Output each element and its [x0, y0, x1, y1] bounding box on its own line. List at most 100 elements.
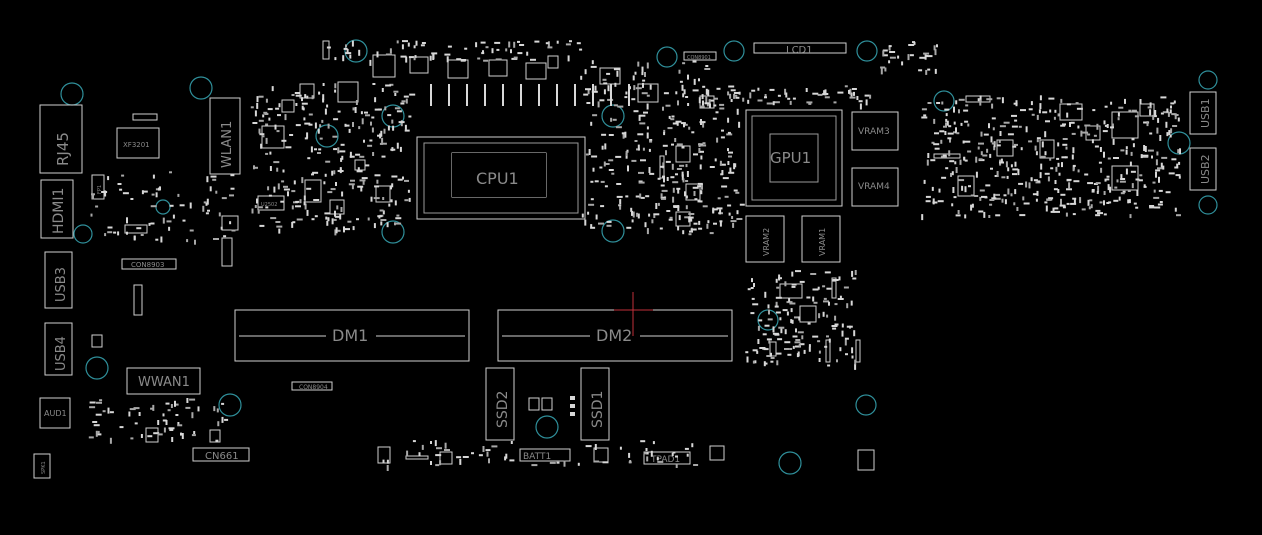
smd-pad	[1114, 186, 1118, 189]
smd-pad	[952, 187, 955, 193]
smd-pad	[797, 331, 804, 334]
smd-pad	[693, 153, 698, 156]
smd-pad	[693, 191, 696, 196]
mount-hole[interactable]	[85, 356, 109, 380]
vram2[interactable]	[745, 215, 785, 263]
smd-pad	[729, 167, 732, 174]
smd-pad	[347, 220, 352, 223]
smd-pad	[719, 220, 723, 223]
smd-pad	[849, 88, 852, 95]
smd-pad	[990, 136, 993, 143]
mount-hole[interactable]	[381, 220, 405, 244]
smd-pad	[913, 41, 916, 45]
smd-pad	[643, 111, 648, 114]
smd-pad	[274, 124, 277, 130]
smd-pad	[844, 337, 849, 340]
smd-pad	[1060, 193, 1066, 196]
smd-pad	[979, 189, 985, 192]
mount-hole[interactable]	[778, 451, 802, 475]
smd-pad	[213, 238, 219, 240]
smd-pad	[365, 114, 370, 117]
smd-pad	[1070, 121, 1075, 124]
mount-hole[interactable]	[218, 393, 242, 417]
smd-pad	[856, 96, 859, 100]
smd-pad	[909, 54, 914, 57]
smd-pad	[727, 161, 730, 165]
gpu[interactable]: GPU1	[745, 109, 843, 207]
smd-pad	[1098, 161, 1102, 164]
smd-pad	[1120, 149, 1125, 152]
ssd-slot-1[interactable]	[580, 367, 610, 441]
smd-pad	[768, 309, 770, 315]
mount-hole[interactable]	[1198, 195, 1218, 215]
smd-pad	[1099, 201, 1103, 204]
dimm-slot-1[interactable]	[234, 309, 470, 362]
smd-pad	[281, 180, 285, 183]
mount-hole[interactable]	[344, 39, 368, 63]
mount-hole[interactable]	[1198, 70, 1218, 90]
mount-hole[interactable]	[723, 40, 745, 62]
smd-pad	[784, 88, 787, 95]
smd-pad	[1077, 169, 1080, 173]
smd-pad	[719, 160, 722, 166]
usb4-label: USB4	[54, 336, 69, 371]
mount-hole[interactable]	[601, 104, 625, 128]
mount-hole[interactable]	[73, 224, 93, 244]
smd-pad	[386, 465, 389, 471]
smd-pad	[617, 105, 624, 108]
mount-hole[interactable]	[189, 76, 213, 100]
smd-pad	[1178, 175, 1181, 179]
cpu[interactable]: CPU1	[416, 136, 586, 220]
smd-pad	[409, 93, 416, 96]
smd-pad	[673, 205, 679, 208]
vram3[interactable]	[851, 111, 899, 151]
smd-pad	[702, 85, 706, 88]
smd-pad	[1107, 184, 1110, 191]
smd-pad	[888, 60, 891, 64]
smd-pad	[604, 163, 610, 165]
smd-pad	[387, 125, 390, 131]
mount-hole[interactable]	[933, 90, 955, 112]
smd-pad	[142, 190, 148, 193]
mount-hole[interactable]	[60, 82, 84, 106]
smd-pad	[585, 153, 589, 156]
mount-hole[interactable]	[855, 394, 877, 416]
smd-pad	[1018, 182, 1024, 185]
ssd-slot-2[interactable]	[485, 367, 515, 441]
mount-hole[interactable]	[601, 219, 625, 243]
mount-hole[interactable]	[155, 199, 171, 215]
vram1[interactable]	[801, 215, 841, 263]
smd-pad	[1177, 149, 1180, 154]
smd-pad	[791, 271, 794, 277]
smd-pad	[1054, 207, 1059, 210]
smd-pad	[1096, 190, 1099, 194]
smd-pad	[169, 204, 174, 207]
smd-pad	[265, 123, 269, 126]
vram4[interactable]	[851, 167, 899, 207]
smd-pad	[854, 359, 857, 365]
smd-pad	[1122, 190, 1126, 193]
smd-pad	[671, 163, 674, 170]
smd-pad	[1014, 143, 1018, 146]
smd-pad	[1166, 108, 1169, 113]
smd-pad	[798, 344, 801, 347]
mount-hole[interactable]	[535, 415, 559, 439]
smd-pad	[762, 333, 767, 336]
smd-pad	[104, 190, 107, 197]
mount-hole[interactable]	[856, 40, 878, 62]
smd-pad	[613, 104, 618, 107]
smd-pad	[851, 88, 857, 90]
smd-pad	[837, 91, 844, 94]
smd-pad	[719, 209, 722, 215]
mount-hole[interactable]	[656, 46, 678, 68]
smd-pad	[306, 209, 309, 216]
smd-pad	[357, 185, 364, 188]
smd-pad	[772, 326, 775, 333]
smd-pad	[324, 212, 331, 215]
smd-pad	[510, 441, 513, 444]
smd-pad	[119, 426, 124, 429]
smd-pad	[254, 110, 257, 117]
smd-pad	[591, 155, 598, 158]
smd-pad	[256, 96, 259, 103]
mount-hole[interactable]	[315, 124, 339, 148]
